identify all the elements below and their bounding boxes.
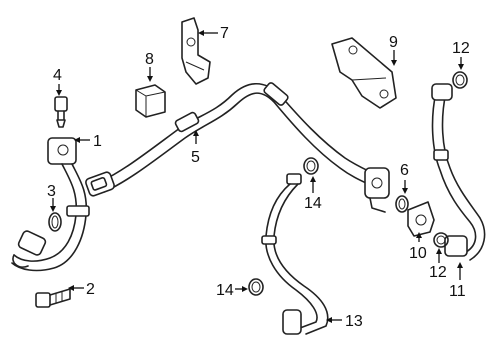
part-1-hose — [11, 137, 90, 272]
part-3-o-ring — [48, 212, 62, 232]
callout-leaders — [50, 30, 464, 323]
callout-14-upper: 14 — [304, 195, 322, 212]
part-7-bracket — [181, 17, 211, 85]
callout-12-bottom: 12 — [429, 264, 447, 281]
callout-2: 2 — [86, 281, 95, 298]
part-14-o-ring-lower — [248, 278, 264, 296]
part-9-bracket — [331, 37, 397, 109]
callout-labels: 1 2 3 4 5 6 7 8 9 10 11 12 12 13 14 14 — [47, 25, 470, 330]
callout-12-top: 12 — [452, 40, 470, 57]
part-5-main-line — [85, 82, 390, 213]
callout-7: 7 — [220, 25, 229, 42]
part-12-o-ring-top — [452, 71, 468, 89]
part-8-insulator — [135, 84, 166, 118]
callout-3: 3 — [47, 183, 56, 200]
part-6-o-ring — [395, 195, 409, 213]
part-4-sensor — [54, 96, 68, 128]
callout-14-lower: 14 — [216, 282, 234, 299]
part-12-o-ring-bottom — [433, 232, 449, 248]
callout-4: 4 — [53, 67, 62, 84]
part-10-valve — [407, 201, 435, 237]
callout-13: 13 — [345, 313, 363, 330]
part-11-hose — [431, 83, 486, 261]
callout-11: 11 — [449, 283, 466, 300]
callout-10: 10 — [409, 245, 427, 262]
callout-9: 9 — [389, 34, 398, 51]
part-2-bolt — [35, 288, 71, 308]
callout-6: 6 — [400, 162, 409, 179]
callout-8: 8 — [145, 51, 154, 68]
callout-5: 5 — [191, 149, 200, 166]
part-13-line — [261, 173, 329, 335]
part-14-o-ring-upper — [303, 157, 319, 175]
callout-1: 1 — [93, 133, 102, 150]
